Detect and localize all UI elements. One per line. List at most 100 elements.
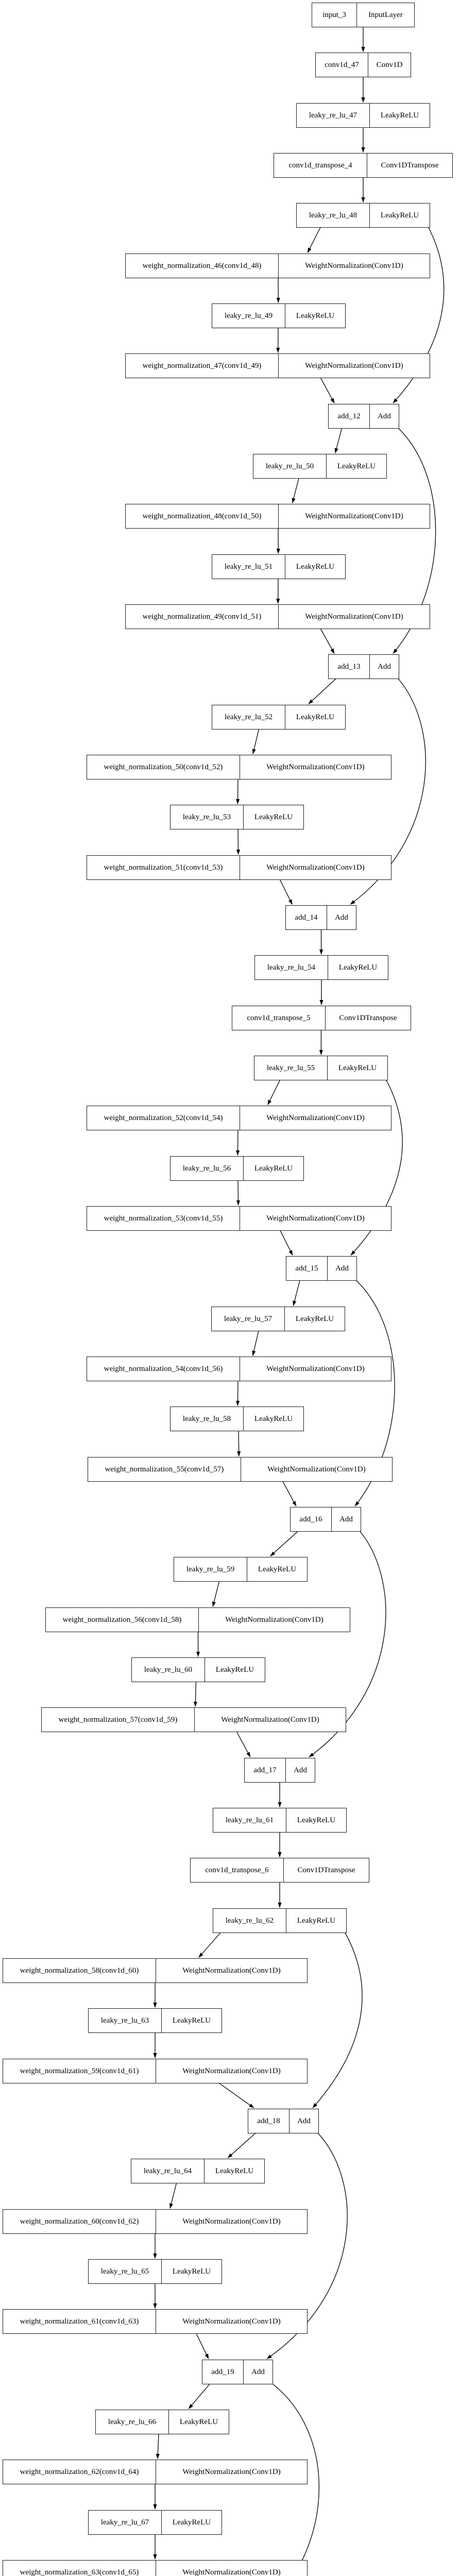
node-type-label: WeightNormalization(Conv1D): [266, 1364, 365, 1373]
node-name-label: leaky_re_lu_62: [213, 1909, 286, 1933]
graph-node-weight_normalization_47(conv1d_49): weight_normalization_47(conv1d_49)Weight…: [125, 353, 430, 378]
node-name-label: add_17: [245, 1758, 286, 1782]
edge-leaky_re_lu_48-to-weight_normalization_46(conv1d_48): [307, 227, 321, 253]
graph-node-weight_normalization_61(conv1d_63): weight_normalization_61(conv1d_63)Weight…: [3, 2309, 308, 2334]
graph-node-leaky_re_lu_52: leaky_re_lu_52 LeakyReLU: [212, 705, 346, 730]
graph-node-weight_normalization_51(conv1d_53): weight_normalization_51(conv1d_53)Weight…: [87, 855, 391, 880]
graph-node-leaky_re_lu_65: leaky_re_lu_65 LeakyReLU: [88, 2259, 222, 2284]
edge-leaky_re_lu_50-to-weight_normalization_48(conv1d_50): [292, 478, 299, 503]
node-type-label: LeakyReLU: [338, 963, 378, 972]
node-type-label: WeightNormalization(Conv1D): [266, 1113, 365, 1122]
node-name-label: leaky_re_lu_57: [212, 1307, 285, 1331]
node-type-label: LeakyReLU: [254, 1414, 293, 1423]
node-name-label: add_12: [329, 404, 370, 428]
node-name-label: leaky_re_lu_52: [212, 705, 285, 729]
edge-add_16-to-leaky_re_lu_59: [270, 1531, 298, 1556]
node-name-label: leaky_re_lu_55: [254, 1056, 328, 1080]
edge-leaky_re_lu_57-to-weight_normalization_54(conv1d_56): [252, 1331, 259, 1356]
node-type-label: WeightNormalization(Conv1D): [305, 512, 403, 520]
node-type-label: WeightNormalization(Conv1D): [267, 1465, 366, 1473]
graph-node-weight_normalization_57(conv1d_59): weight_normalization_57(conv1d_59)Weight…: [41, 1707, 346, 1732]
node-name-label: weight_normalization_62(conv1d_64): [3, 2460, 156, 2484]
node-type-label: LeakyReLU: [337, 462, 376, 470]
graph-node-add_19: add_19 Add: [202, 2360, 273, 2384]
graph-node-weight_normalization_54(conv1d_56): weight_normalization_54(conv1d_56) Weight…: [87, 1357, 391, 1381]
node-name-label: leaky_re_lu_49: [212, 304, 285, 328]
node-name-label: add_13: [329, 655, 370, 679]
node-name-label: add_14: [286, 906, 327, 929]
edge-add_18-to-leaky_re_lu_64: [227, 2133, 256, 2158]
node-name-label: weight_normalization_58(conv1d_60): [3, 1959, 156, 1982]
edge-add_12-to-leaky_re_lu_50: [334, 428, 343, 453]
node-name-label: conv1d_transpose_5: [232, 1006, 326, 1030]
node-name-label: leaky_re_lu_66: [96, 2410, 169, 2434]
node-name-label: leaky_re_lu_67: [89, 2511, 162, 2534]
node-name-label: weight_normalization_55(conv1d_57): [88, 1458, 241, 1481]
node-type-label: LeakyReLU: [258, 1565, 297, 1573]
node-type-label: WeightNormalization(Conv1D): [305, 261, 403, 270]
node-name-label: add_18: [248, 2109, 289, 2133]
graph-node-leaky_re_lu_53: leaky_re_lu_53 LeakyReLU: [170, 805, 304, 829]
node-name-label: leaky_re_lu_65: [89, 2260, 162, 2283]
node-name-label: weight_normalization_53(conv1d_55): [87, 1207, 240, 1230]
node-name-label: add_19: [202, 2360, 244, 2384]
node-type-label: LeakyReLU: [215, 1665, 254, 1674]
node-type-label: Add: [251, 2367, 265, 2376]
graph-node-weight_normalization_46(conv1d_48): weight_normalization_46(conv1d_48) Weight…: [125, 253, 430, 278]
node-type-label: Conv1D: [376, 60, 403, 69]
node-name-label: leaky_re_lu_53: [171, 805, 244, 829]
graph-node-leaky_re_lu_60: leaky_re_lu_60 LeakyReLU: [131, 1657, 265, 1682]
node-type-label: Add: [339, 1515, 353, 1523]
node-name-label: leaky_re_lu_58: [171, 1407, 244, 1431]
graph-node-weight_normalization_53(conv1d_55): weight_normalization_53(conv1d_55)Weight…: [87, 1206, 391, 1231]
edge-leaky_re_lu_64-to-weight_normalization_60(conv1d_62): [169, 2183, 177, 2209]
node-type-label: WeightNormalization(Conv1D): [266, 762, 365, 771]
node-name-label: leaky_re_lu_60: [132, 1658, 205, 1682]
node-type-label: WeightNormalization(Conv1D): [225, 1615, 323, 1624]
graph-node-weight_normalization_63(conv1d_65): weight_normalization_63(conv1d_65)Weight…: [3, 2560, 308, 2576]
node-name-label: add_15: [286, 1257, 328, 1280]
graph-node-conv1d_transpose_5: conv1d_transpose_5 Conv1DTranspose: [232, 1006, 411, 1030]
graph-node-weight_normalization_59(conv1d_61): weight_normalization_59(conv1d_61)Weight…: [3, 2059, 308, 2083]
edge-leaky_re_lu_60-to-weight_normalization_57(conv1d_59): [193, 1682, 198, 1707]
node-type-label: InputLayer: [368, 10, 403, 19]
node-name-label: weight_normalization_57(conv1d_59): [42, 1708, 195, 1732]
node-name-label: leaky_re_lu_61: [213, 1808, 286, 1832]
node-name-label: weight_normalization_47(conv1d_49): [126, 354, 279, 378]
node-name-label: weight_normalization_54(conv1d_56): [87, 1357, 240, 1381]
edge-leaky_re_lu_62-to-weight_normalization_58(conv1d_60): [198, 1933, 221, 1958]
node-type-label: LeakyReLU: [254, 812, 293, 821]
edge-leaky_re_lu_66-to-weight_normalization_62(conv1d_64): [156, 2434, 160, 2459]
node-name-label: weight_normalization_46(conv1d_48): [126, 254, 279, 278]
node-name-label: weight_normalization_52(conv1d_54): [87, 1106, 240, 1130]
node-type-label: Add: [378, 412, 391, 420]
node-type-label: Conv1DTranspose: [339, 1013, 397, 1022]
node-type-label: WeightNormalization(Conv1D): [182, 2568, 281, 2576]
graph-node-weight_normalization_55(conv1d_57): weight_normalization_55(conv1d_57) Weight…: [88, 1457, 393, 1482]
node-type-label: LeakyReLU: [172, 2267, 211, 2276]
edge-weight_normalization_49(conv1d_51)-to-add_13: [320, 629, 335, 654]
node-name-label: leaky_re_lu_47: [297, 104, 370, 127]
edge-weight_normalization_52(conv1d_54)-to-leaky_re_lu_56: [235, 1130, 240, 1156]
node-type-label: LeakyReLU: [296, 713, 335, 721]
